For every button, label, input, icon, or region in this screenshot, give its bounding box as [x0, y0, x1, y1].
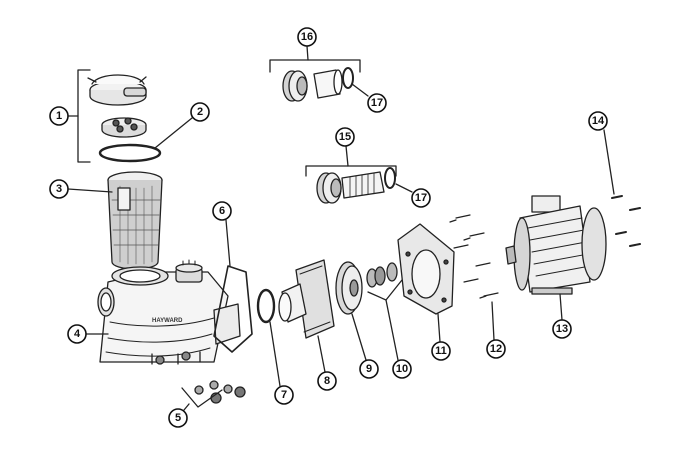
- leader-14: [603, 129, 615, 195]
- housing-bolts: [449, 214, 499, 299]
- callout-3: 3: [49, 179, 69, 199]
- leader-9: [351, 313, 367, 361]
- svg-text:3: 3: [56, 183, 62, 195]
- bracket-15: [305, 165, 397, 177]
- leader-3: [67, 188, 113, 193]
- callout-11: 11: [431, 341, 451, 361]
- bracket-5: [181, 387, 223, 408]
- svg-text:8: 8: [324, 375, 330, 387]
- svg-text:10: 10: [396, 363, 408, 375]
- svg-text:17: 17: [371, 97, 383, 109]
- callout-2: 2: [190, 102, 210, 122]
- svg-text:12: 12: [490, 343, 502, 355]
- diffuser-o-ring: [256, 288, 276, 324]
- leader-6: [225, 219, 231, 267]
- callout-16: 16: [297, 27, 317, 47]
- leader-7: [269, 321, 281, 387]
- callout-9: 9: [359, 359, 379, 379]
- pump-motor: [505, 195, 607, 295]
- leader-2: [154, 117, 193, 149]
- svg-text:7: 7: [281, 389, 287, 401]
- mechanical-seal: [366, 262, 398, 288]
- union-tail-threaded: [341, 171, 385, 199]
- leader-11: [437, 313, 441, 343]
- svg-text:11: 11: [435, 345, 447, 357]
- diffuser: [278, 259, 335, 339]
- leader-17a: [351, 83, 369, 97]
- motor-screws: [611, 195, 641, 247]
- svg-text:5: 5: [175, 412, 181, 424]
- leader-17b: [395, 183, 413, 193]
- svg-text:14: 14: [592, 115, 605, 127]
- union-nut-15: [316, 172, 342, 204]
- callout-1: 1: [49, 106, 69, 126]
- union-tail-smooth: [313, 69, 343, 99]
- bracket-16: [269, 59, 361, 73]
- callout-12: 12: [486, 339, 506, 359]
- svg-text:9: 9: [366, 363, 372, 375]
- bracket-1: [77, 69, 91, 163]
- impeller: [335, 261, 363, 315]
- svg-text:1: 1: [56, 110, 62, 122]
- lid-o-ring: [98, 143, 162, 163]
- leader-13: [559, 293, 563, 321]
- pump-housing: [97, 259, 241, 365]
- seal-plate: [397, 223, 455, 315]
- union-o-ring-15: [384, 167, 396, 189]
- svg-text:13: 13: [556, 323, 568, 335]
- callout-5: 5: [168, 408, 188, 428]
- callout-14: 14: [588, 111, 608, 131]
- callout-10: 10: [392, 359, 412, 379]
- callout-17-rear: 17: [411, 188, 431, 208]
- union-nut-16: [282, 70, 308, 102]
- leader-8: [317, 335, 326, 373]
- leader-10: [385, 299, 399, 361]
- housing-brand-label: HAYWARD: [152, 318, 183, 324]
- pump-lid-and-ring: [87, 74, 147, 138]
- union-o-ring-16: [342, 67, 354, 89]
- housing-gasket: [213, 265, 253, 353]
- callout-8: 8: [317, 371, 337, 391]
- leader-12: [491, 301, 495, 341]
- callout-15: 15: [335, 127, 355, 147]
- callout-6: 6: [212, 201, 232, 221]
- svg-text:15: 15: [339, 131, 351, 143]
- svg-text:17: 17: [415, 192, 427, 204]
- leader-5: [183, 403, 190, 411]
- leader-16: [306, 45, 309, 61]
- svg-text:16: 16: [301, 31, 313, 43]
- callout-17-top: 17: [367, 93, 387, 113]
- callout-7: 7: [274, 385, 294, 405]
- svg-text:6: 6: [219, 205, 225, 217]
- callout-4: 4: [67, 324, 87, 344]
- svg-text:2: 2: [197, 106, 203, 118]
- strainer-basket: [107, 171, 163, 270]
- leader-15: [345, 145, 349, 167]
- svg-text:4: 4: [74, 328, 81, 340]
- callout-13: 13: [552, 319, 572, 339]
